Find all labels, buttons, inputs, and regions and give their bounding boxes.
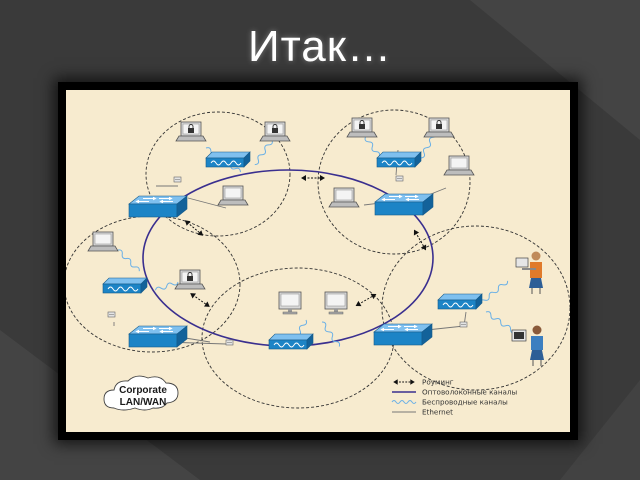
laptop-icon [443,155,475,176]
legend-label: Оптоволоконные каналы [422,388,518,397]
roaming-arrow [353,290,379,310]
user-workstation-icon [511,325,544,366]
cell-circle-5 [381,225,570,391]
port-icon [107,311,116,318]
laptop-lock-icon [424,118,454,137]
roaming-arrow [300,174,326,182]
access-point-icon [102,277,148,294]
port-icon [459,321,468,328]
access-point-icon [268,333,314,350]
cell-circle-1 [145,111,291,237]
roaming-legend-icon [392,378,416,386]
cell-circle-3 [66,215,241,353]
laptop-lock-icon [260,122,290,141]
cloud-label-line-1: Corporate [119,385,167,396]
cell-circle-2 [317,109,471,255]
laptop-icon [87,231,119,252]
cloud-label-line-2: LAN/WAN [120,397,167,408]
legend-label: Беспроводные каналы [422,398,508,407]
port-icon [225,339,234,346]
corporate-lan-cloud: Corporate LAN/WAN [103,375,179,411]
access-point-icon [376,151,422,168]
laptop-icon [217,185,249,206]
laptop-lock-icon [175,270,205,289]
access-point-icon [205,151,251,168]
port-icon [395,175,404,182]
roaming-arrow [187,290,213,310]
user-workstation-icon [515,251,543,294]
monitor-icon [278,291,302,315]
legend-item-wireless: Беспроводные каналы [391,398,508,407]
port-icon [173,176,182,183]
access-point-icon [437,293,483,310]
laptop-icon [328,187,360,208]
switch-icon [128,325,188,348]
legend-item-ethernet: Ethernet [392,408,453,417]
switch-icon [373,323,433,346]
legend: Роуминг Оптоволоконные каналы Беспроводн… [391,378,518,417]
laptop-lock-icon [176,122,206,141]
legend-label: Роуминг [422,378,454,387]
monitor-icon [324,291,348,315]
legend-label: Ethernet [422,408,453,417]
laptop-lock-icon [347,118,377,137]
switch-icon [374,193,434,216]
switch-icon [128,195,188,218]
slide-title: Итак… [247,22,392,71]
legend-item-roaming: Роуминг [392,378,454,387]
legend-item-fiber: Оптоволоконные каналы [392,388,518,397]
network-diagram: Corporate LAN/WAN Роуминг Оптоволоконные… [66,90,570,432]
